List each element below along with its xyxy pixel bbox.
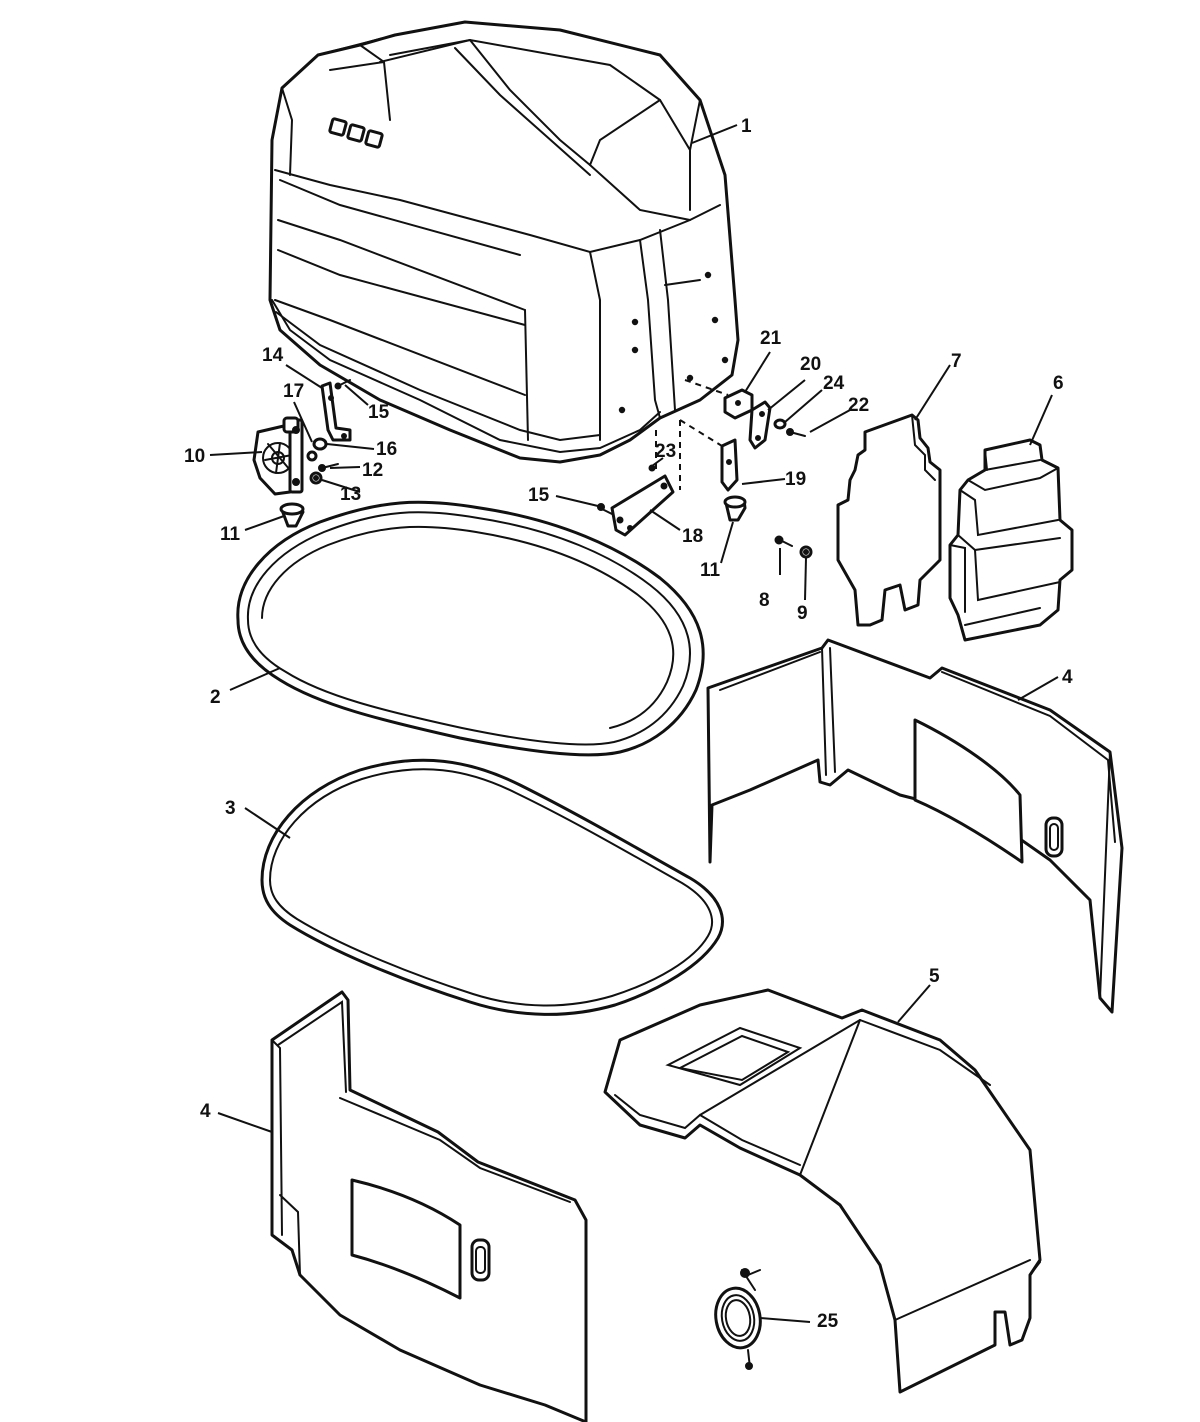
leader-lines bbox=[209, 124, 1059, 1323]
latch-bracket bbox=[320, 381, 352, 442]
cable-spool bbox=[714, 1268, 762, 1370]
callout-23: 23 bbox=[655, 441, 676, 462]
callout-22: 22 bbox=[848, 395, 869, 416]
callout-4-upper: 4 bbox=[1062, 667, 1073, 688]
callout-2: 2 bbox=[210, 687, 221, 708]
acoustic-cover bbox=[603, 988, 1042, 1394]
callout-20: 20 bbox=[800, 354, 821, 375]
callout-labels: 1 2 3 4 4 5 6 7 8 9 10 11 11 12 13 14 15… bbox=[184, 116, 1073, 1332]
callout-24: 24 bbox=[823, 373, 845, 394]
cowl-seal-frame bbox=[236, 500, 705, 757]
top-cowl bbox=[268, 20, 740, 464]
acoustic-panel-upper bbox=[706, 638, 1124, 1014]
air-intake bbox=[948, 438, 1074, 642]
callout-11-right: 11 bbox=[700, 560, 721, 581]
callout-15-right: 15 bbox=[528, 485, 550, 506]
callout-21: 21 bbox=[760, 328, 782, 349]
foam-baffle bbox=[836, 413, 942, 627]
hinge-hardware bbox=[720, 388, 813, 559]
grommet-right bbox=[723, 495, 747, 522]
callout-3: 3 bbox=[225, 798, 236, 819]
callout-6: 6 bbox=[1053, 373, 1064, 394]
callout-5: 5 bbox=[929, 966, 940, 987]
callout-17: 17 bbox=[283, 381, 304, 402]
callout-7: 7 bbox=[951, 351, 962, 372]
callout-19: 19 bbox=[785, 469, 806, 490]
callout-14: 14 bbox=[262, 345, 284, 366]
callout-25: 25 bbox=[817, 1311, 839, 1332]
callout-15-left: 15 bbox=[368, 402, 390, 423]
callout-11-left: 11 bbox=[220, 524, 241, 545]
callout-10: 10 bbox=[184, 446, 205, 467]
callout-16: 16 bbox=[376, 439, 397, 460]
callout-9: 9 bbox=[797, 603, 808, 624]
latch-assembly bbox=[252, 416, 304, 496]
callout-13: 13 bbox=[340, 484, 361, 505]
acoustic-panel-lower bbox=[270, 990, 588, 1422]
callout-8: 8 bbox=[759, 590, 770, 611]
cowl-gasket bbox=[260, 758, 724, 1016]
callout-1: 1 bbox=[741, 116, 752, 137]
callout-12: 12 bbox=[362, 460, 383, 481]
callout-18: 18 bbox=[682, 526, 703, 547]
callout-4-lower: 4 bbox=[200, 1101, 211, 1122]
hinge-plate bbox=[597, 464, 675, 537]
hardware-left-group bbox=[279, 379, 351, 528]
